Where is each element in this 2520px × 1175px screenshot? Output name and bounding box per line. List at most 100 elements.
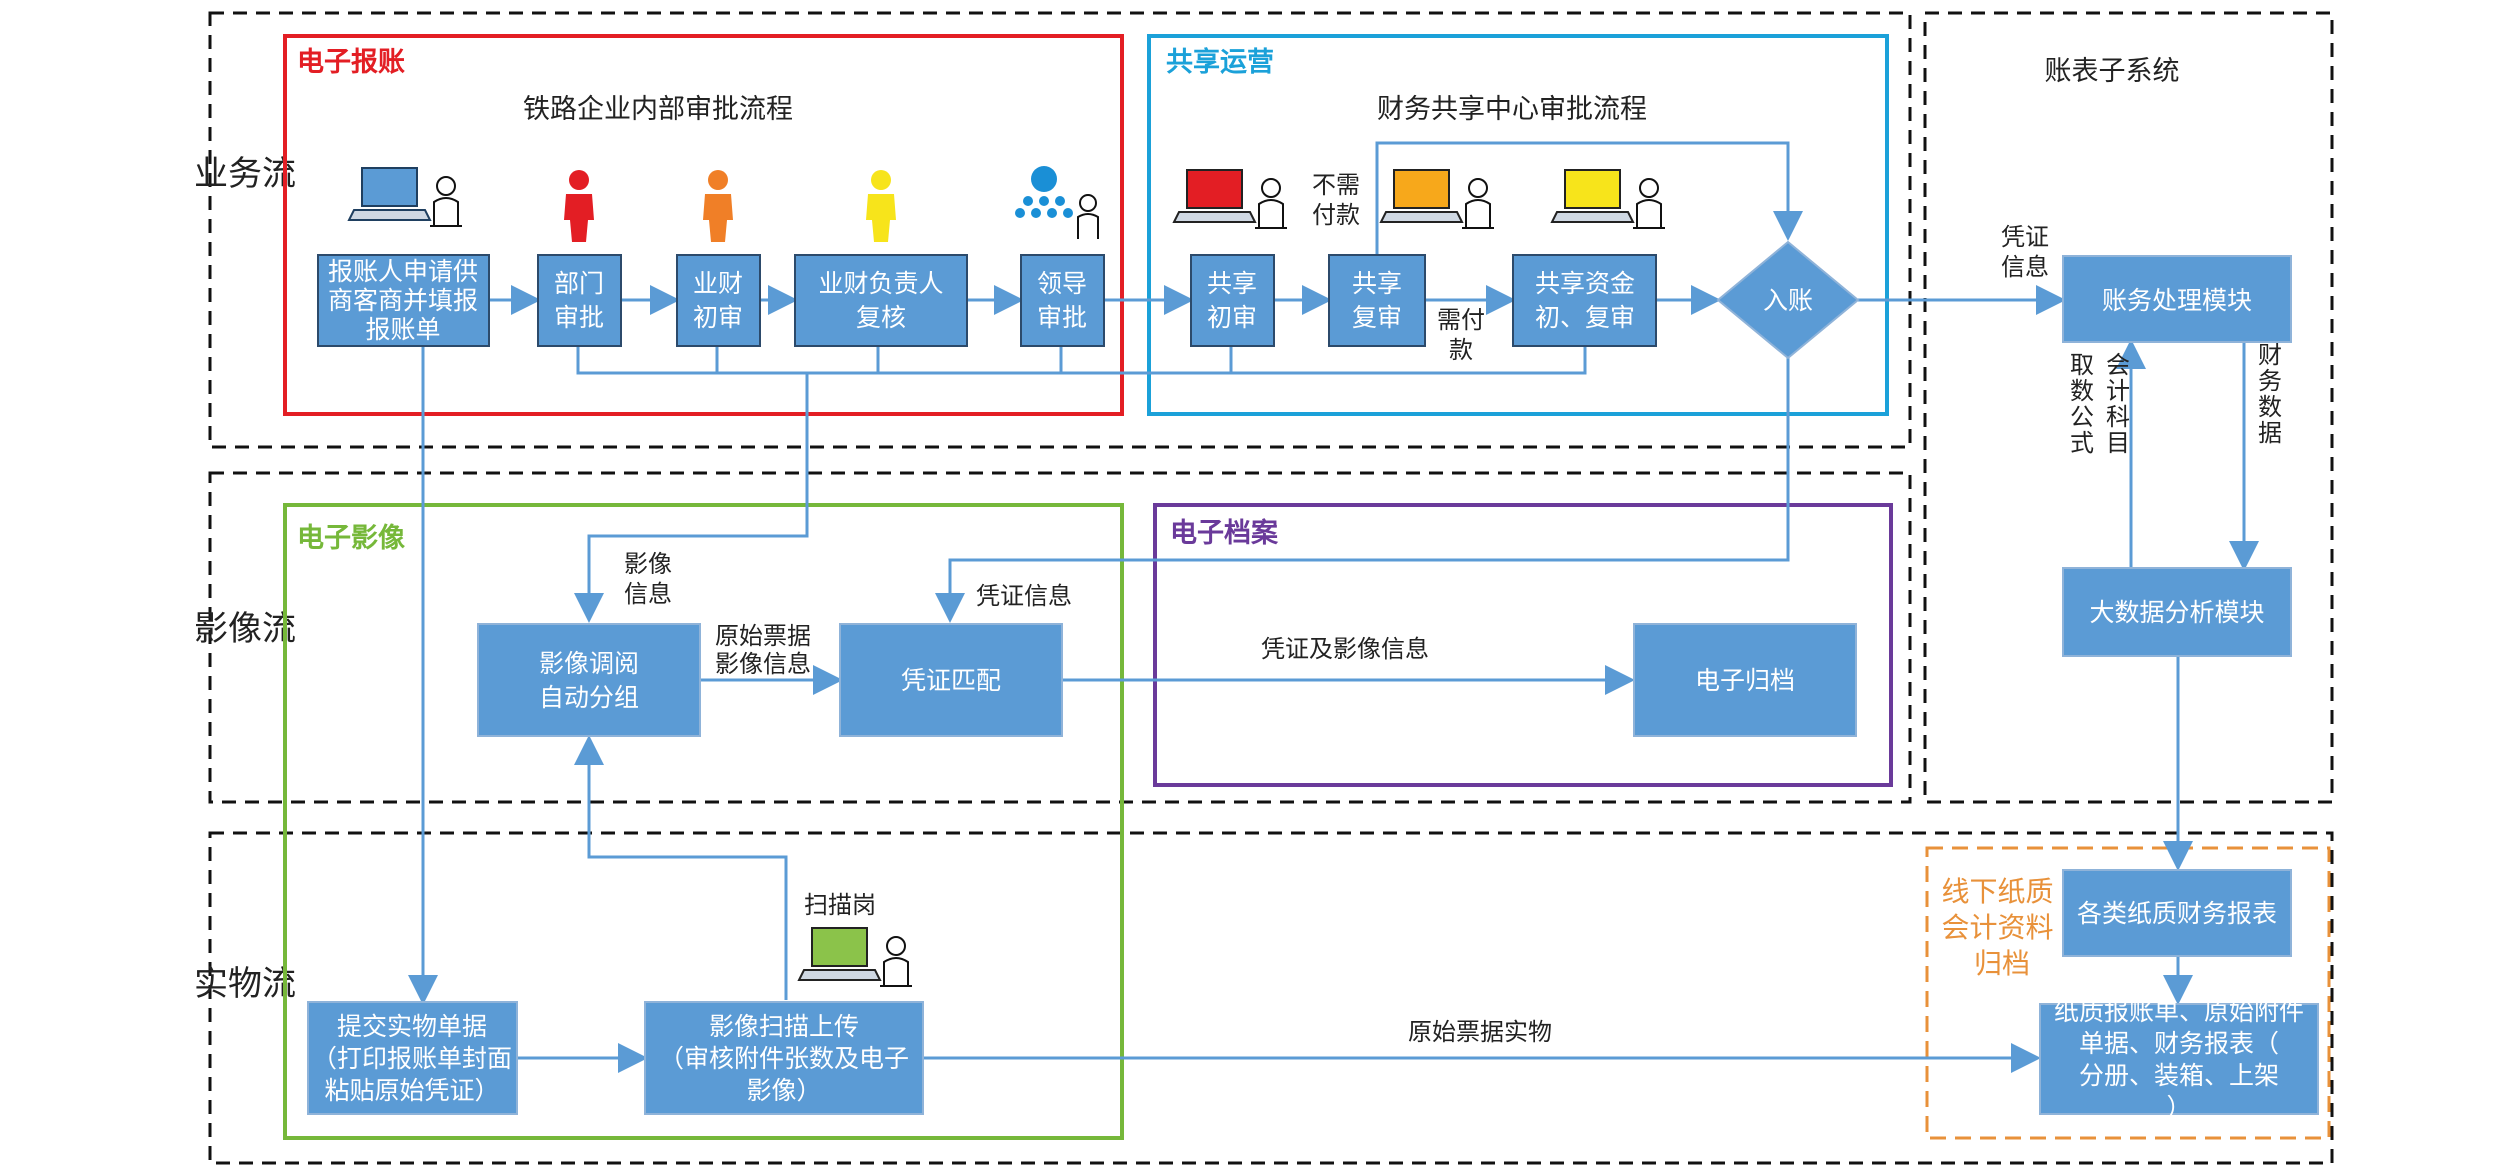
text-line: 共享资金 (1535, 269, 1635, 298)
vertical-char: 公 (2070, 403, 2094, 431)
laptop-user-icon (347, 167, 462, 227)
node-paper-archive[interactable]: 纸质报账单、原始附件单据、财务报表（分册、装箱、上架） (2039, 997, 2319, 1122)
node-post-label: 入账 (1763, 286, 1813, 315)
node-img-group[interactable]: 影像调阅自动分组 (477, 623, 701, 737)
vertical-char: 会 (2106, 351, 2130, 379)
vertical-char: 务 (2258, 367, 2282, 395)
text-line: 纸质报账单、原始附件 (2054, 997, 2304, 1026)
text-line: 提交实物单据 (337, 1012, 487, 1041)
connectors (408, 141, 2259, 1073)
node-paper-archive-label: 纸质报账单、原始附件单据、财务报表（分册、装箱、上架） (2054, 997, 2304, 1122)
e-image-title: 电子影像 (297, 523, 405, 554)
person-orange-icon (703, 170, 733, 242)
text-line: 信息 (2001, 253, 2049, 281)
node-leader[interactable]: 领导审批 (1020, 254, 1105, 347)
e-archive-title: 电子档案 (1170, 517, 1279, 549)
edge-label-scan-post: 扫描岗 (804, 891, 876, 919)
offline-title-line: 归档 (1974, 947, 2030, 980)
offline-title-line: 线下纸质 (1942, 875, 2054, 908)
node-post[interactable]: 入账 (1716, 240, 1860, 360)
offline-region (1925, 846, 2331, 1140)
text-line: 报账人申请供 (328, 257, 478, 286)
edge-labels: 不需付款 需付款 凭证信息 会计科目取数公式 财务数据 影像信息 凭证信息 原始… (624, 171, 2282, 1046)
person-red-icon (564, 170, 594, 242)
text-line: 复核 (856, 303, 906, 332)
node-paper-reports[interactable]: 各类纸质财务报表 (2062, 869, 2292, 957)
edge-label-voucher-img-info: 凭证及影像信息 (1261, 635, 1429, 663)
text-line: 原始票据 (715, 622, 811, 650)
text-line: 初审 (1207, 303, 1257, 332)
text-line: 报账单 (365, 315, 440, 344)
node-e-archive[interactable]: 电子归档 (1633, 623, 1857, 737)
node-share-first-label: 共享初审 (1207, 269, 1257, 332)
text-line: 复审 (1352, 303, 1402, 332)
e-archive-region (1153, 503, 1893, 787)
edge-label-image-info: 影像信息 (624, 550, 672, 608)
node-fin-first[interactable]: 业财初审 (676, 254, 761, 347)
node-e-archive-label: 电子归档 (1695, 666, 1795, 695)
node-applicant[interactable]: 报账人申请供商客商并填报报账单 (317, 254, 490, 347)
text-line: 审批 (1037, 303, 1087, 332)
text-line: 业财负责人 (818, 269, 943, 298)
text-line: 影像 (624, 550, 672, 578)
text-line: 影像调阅 (539, 649, 639, 678)
text-line: 自动分组 (539, 683, 639, 712)
edge-post-voucher (935, 358, 1790, 623)
edge-label-account-formula: 会计科目取数公式 (2070, 351, 2130, 457)
node-paper-reports-label: 各类纸质财务报表 (2077, 899, 2277, 928)
text-line: 领导 (1037, 269, 1087, 298)
text-line: 影像扫描上传 (709, 1012, 859, 1041)
node-fund-review-label: 共享资金初、复审 (1535, 269, 1635, 332)
text-line: 凭证 (2001, 223, 2049, 251)
node-voucher-match[interactable]: 凭证匹配 (839, 623, 1063, 737)
node-ledger-proc[interactable]: 账务处理模块 (2062, 255, 2292, 343)
edge-label-fin-data: 财务数据 (2258, 341, 2282, 447)
edge-label-voucher-info: 凭证信息 (2001, 223, 2049, 281)
text-line: 影像信息 (715, 650, 811, 678)
laptop-red-icon (1172, 169, 1287, 229)
node-submit-physical-label: 提交实物单据（打印报账单封面粘贴原始凭证） (312, 1012, 512, 1105)
text-line: 共享 (1207, 269, 1257, 298)
text-line: 部门 (554, 269, 604, 298)
text-line: 商客商并填报 (328, 286, 478, 315)
e-reimburse-title: 电子报账 (297, 47, 405, 78)
node-fund-review[interactable]: 共享资金初、复审 (1512, 254, 1657, 347)
text-line: 共享 (1352, 269, 1402, 298)
e-reimburse-region (283, 34, 1124, 416)
text-line: 不需 (1312, 171, 1360, 199)
node-applicant-label: 报账人申请供商客商并填报报账单 (328, 257, 478, 344)
node-leader-label: 领导审批 (1037, 269, 1087, 332)
vertical-char: 计 (2106, 377, 2130, 405)
text-line: 单据、财务报表（ (2079, 1029, 2279, 1058)
lane-business-label: 业务流 (194, 154, 296, 194)
text-line: 影像） (746, 1076, 821, 1105)
text-line: 信息 (624, 580, 672, 608)
shared-ops-title: 共享运营 (1166, 46, 1274, 78)
person-yellow-icon (866, 170, 896, 242)
node-share-review[interactable]: 共享复审 (1328, 254, 1426, 347)
node-scan-upload[interactable]: 影像扫描上传（审核附件张数及电子影像） (644, 1001, 924, 1115)
text-line: 需付 (1437, 306, 1485, 334)
physical-lane-frame (208, 831, 2334, 1165)
e-image-region (283, 503, 1124, 1140)
offline-title-line: 会计资料 (1942, 911, 2054, 944)
node-submit-physical[interactable]: 提交实物单据（打印报账单封面粘贴原始凭证） (307, 1001, 518, 1115)
text-line: 粘贴原始凭证） (324, 1076, 499, 1105)
text-line: 分册、装箱、上架 (2079, 1061, 2279, 1090)
team-group-icon (1015, 166, 1099, 239)
node-fin-lead[interactable]: 业财负责人复核 (794, 254, 968, 347)
edge-approval-imggroup (574, 373, 809, 623)
vertical-char: 据 (2258, 419, 2282, 447)
laptop-green-icon (797, 927, 912, 987)
shared-ops-subtitle: 财务共享中心审批流程 (1377, 94, 1647, 125)
node-ledger-proc-label: 账务处理模块 (2102, 286, 2252, 315)
vertical-char: 数 (2258, 393, 2282, 421)
vertical-char: 取 (2070, 351, 2094, 379)
node-share-first[interactable]: 共享初审 (1190, 254, 1275, 347)
node-bigdata-label: 大数据分析模块 (2089, 598, 2264, 627)
lane-image-label: 影像流 (194, 609, 296, 649)
vertical-char: 式 (2070, 429, 2094, 457)
edge-label-need-payment: 需付款 (1437, 306, 1485, 364)
node-dept[interactable]: 部门审批 (537, 254, 622, 347)
node-bigdata[interactable]: 大数据分析模块 (2062, 567, 2292, 657)
